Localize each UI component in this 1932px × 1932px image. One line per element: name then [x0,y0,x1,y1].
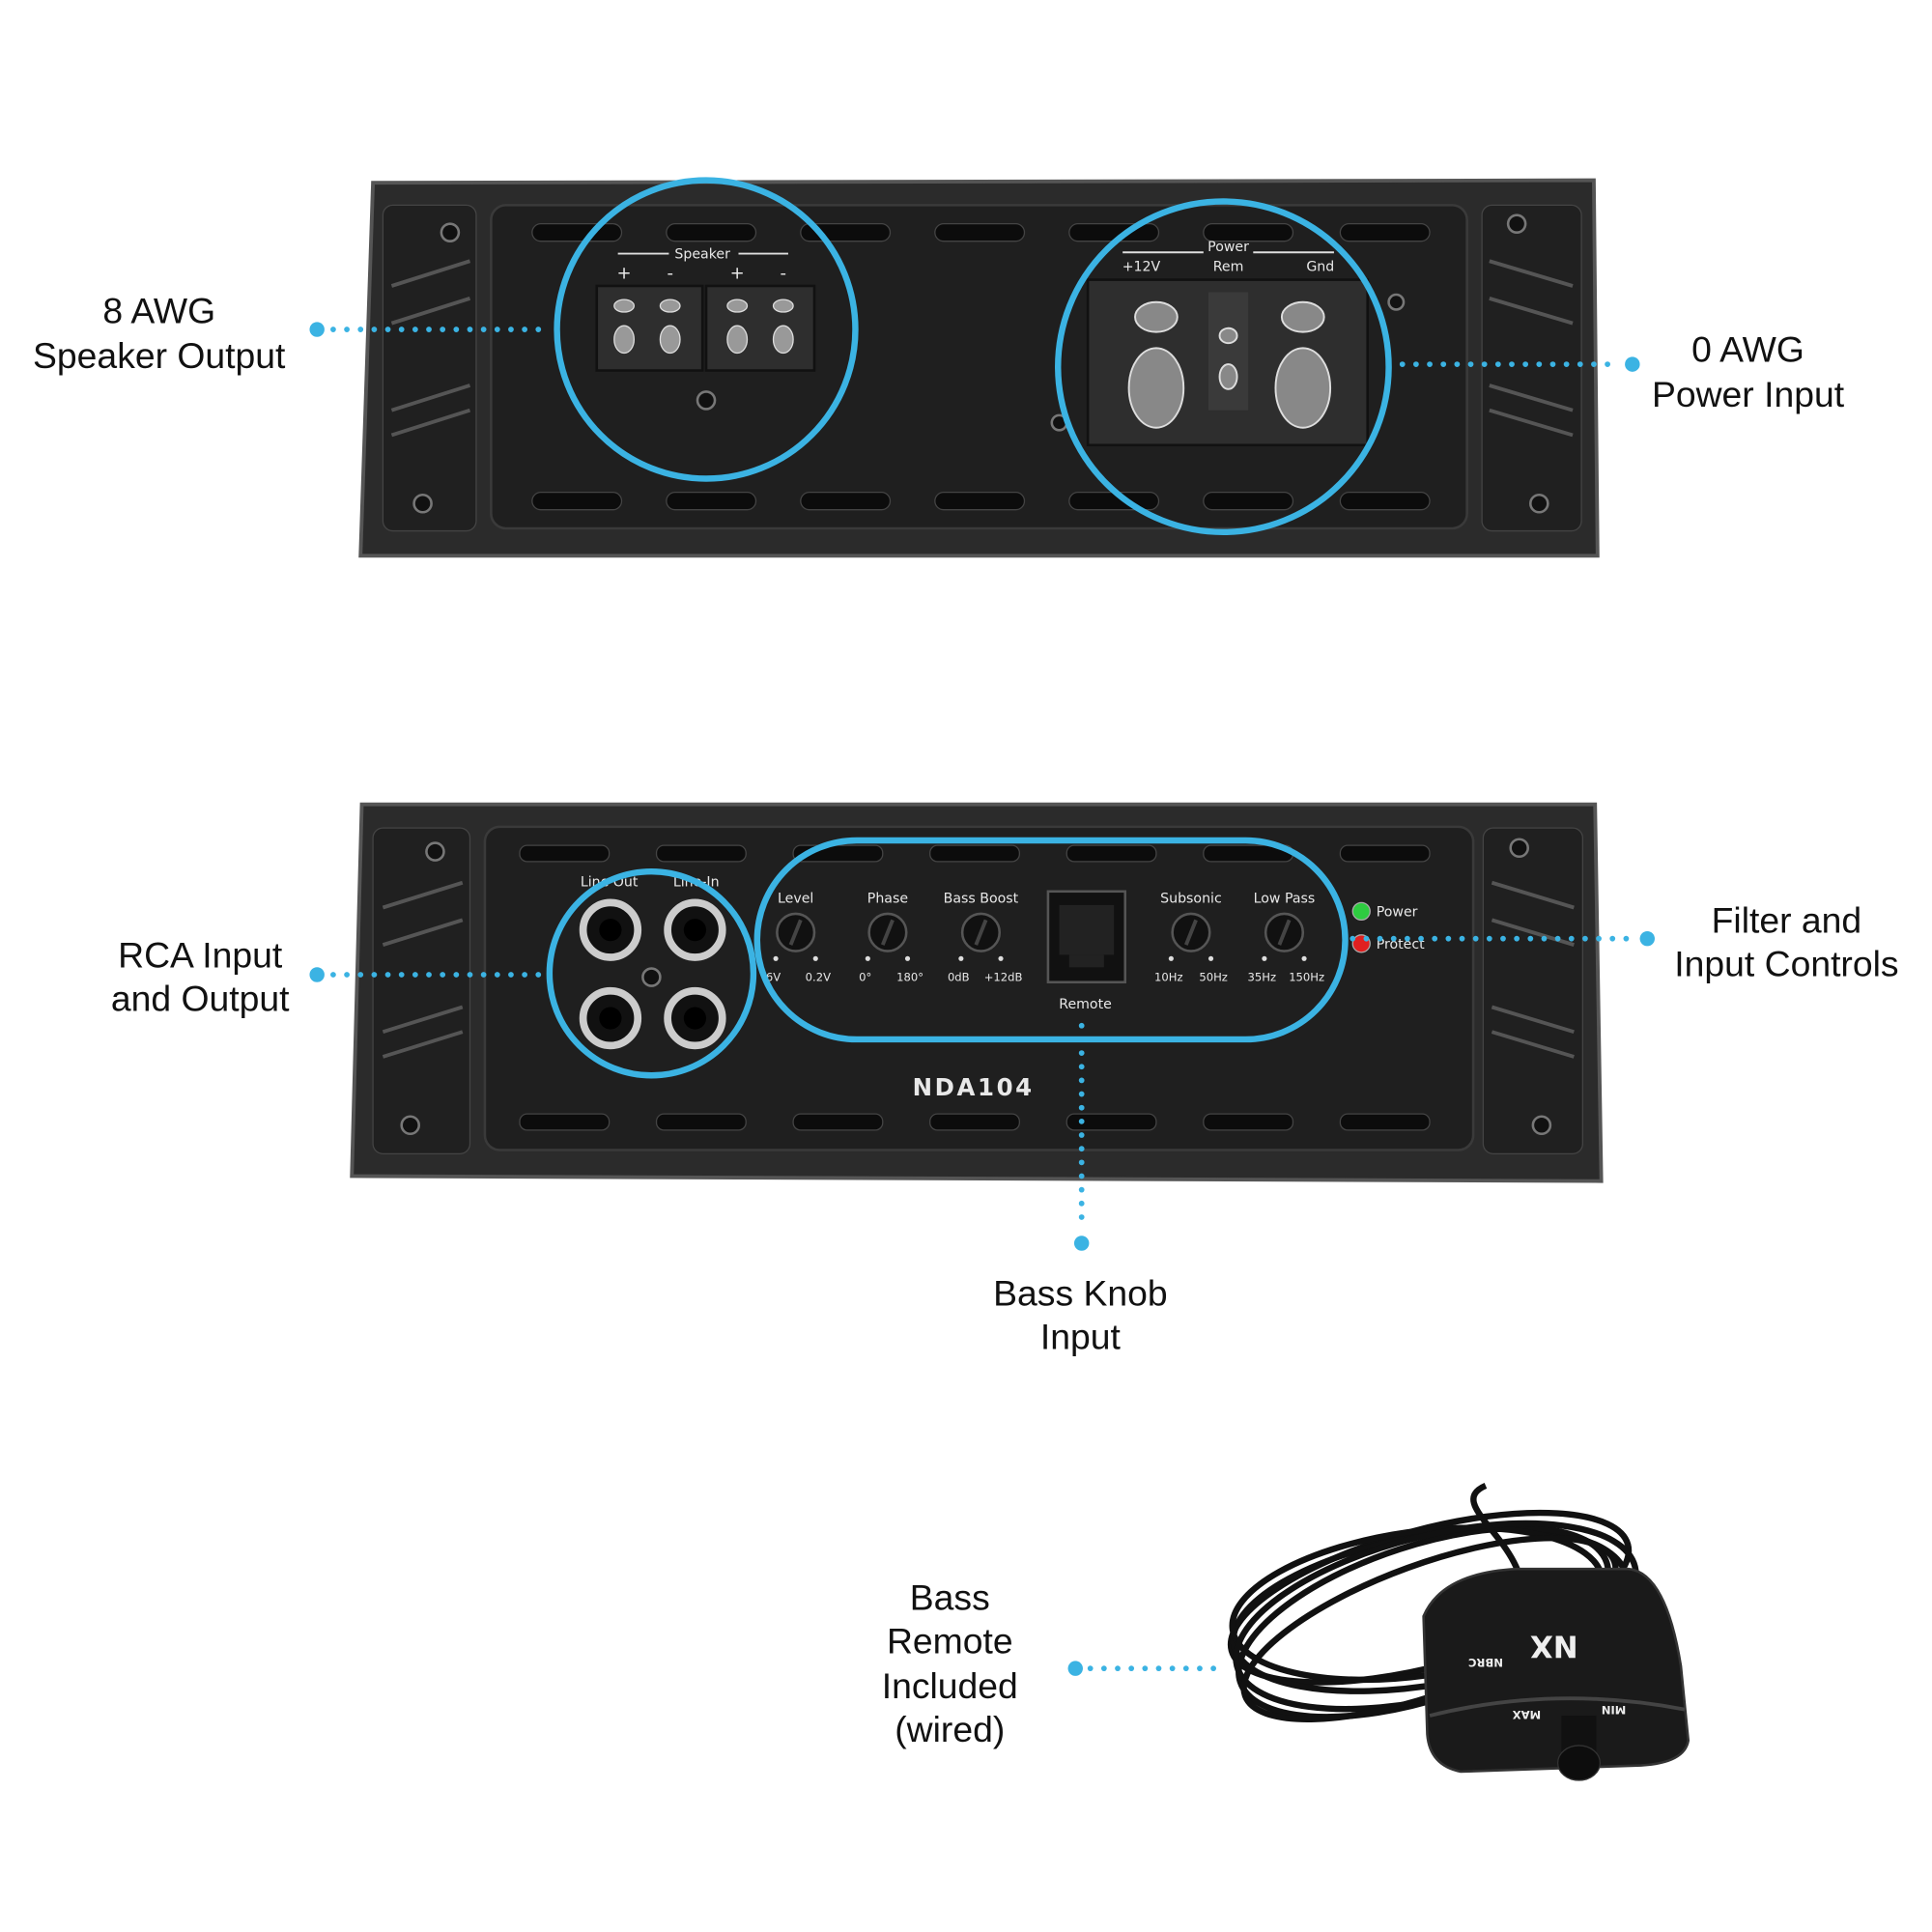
rca-jack[interactable] [664,986,726,1050]
power-terminal: Power +12V Rem Gnd [1086,240,1369,447]
terminal-sign: - [781,263,786,283]
remote-port[interactable]: Remote [1046,890,1127,1012]
callout-text: Input [1040,1316,1122,1356]
knob-max-label: 180° [896,970,923,983]
callout-text: Bass Knob [993,1272,1167,1313]
remote-port-label: Remote [1059,997,1112,1012]
knob-min-label: 0° [859,970,871,983]
callout-rca: RCA Input and Output [111,934,553,1018]
callout-speaker-output: 8 AWG Speaker Output [33,291,553,376]
knob-label: Phase [867,891,908,906]
end-cap-right [1482,827,1583,1154]
speaker-label: Speaker [674,247,730,263]
vent-slots [519,844,1431,1131]
callout-text: (wired) [895,1709,1005,1749]
knob-label: Level [778,891,813,906]
callout-text: Included [882,1665,1018,1706]
callout-text: Speaker Output [33,335,286,376]
callout-text: and Output [111,978,290,1018]
callout-bass-knob-input: Bass Knob Input [993,1022,1168,1356]
callout-power-input: 0 AWG Power Input [1399,329,1845,414]
terminal-sign: + [617,263,632,283]
max-label: MAX [1513,1708,1541,1721]
knob-level: Level 6V 0.2V [766,891,831,983]
terminal-sign: + [730,263,745,283]
terminal-label-rem: Rem [1213,260,1244,275]
callout-text: Power Input [1652,374,1845,414]
callout-text: 0 AWG [1691,329,1804,370]
amplifier-top-view: Speaker + - + - Power +12V Rem Gnd [358,177,1600,558]
knob-max-label: 0.2V [806,970,831,983]
rca-highlight [546,867,757,1079]
callout-bass-remote: Bass Remote Included (wired) [882,1577,1224,1749]
remote-brand: NBRC [1468,1656,1503,1669]
min-label: MIN [1602,1703,1627,1717]
nx-logo: NX [1530,1629,1578,1663]
knob-label: Low Pass [1254,891,1316,906]
callout-text: 8 AWG [102,291,215,331]
speaker-output-highlight [554,177,859,482]
knob-max-label: +12dB [984,970,1023,983]
vent-slots [531,223,1431,511]
terminal-label-gnd: Gnd [1306,260,1334,275]
callout-text: Remote [887,1621,1013,1662]
status-leds: Power Protect [1351,901,1425,953]
knob-label: Bass Boost [944,891,1019,906]
callout-text: RCA Input [118,934,283,975]
control-knobs: Level 6V 0.2V Phase 0° 180° Bass Boost 0dB +12dB… [766,891,1324,983]
screws [400,838,1552,1136]
rca-jack[interactable] [579,986,642,1050]
terminal-sign: - [667,263,673,283]
power-input-highlight [1055,198,1392,536]
knob-phase: Phase 0° 180° [859,891,923,983]
power-label: Power [1208,240,1249,255]
protect-led-label: Protect [1377,937,1425,952]
end-cap-left [382,204,477,532]
knob-min-label: 6V [766,970,781,983]
model-name: NDA104 [913,1073,1035,1101]
callout-text: Input Controls [1674,943,1898,983]
knob-max-label: 50Hz [1199,970,1228,983]
knob-min-label: 35Hz [1248,970,1277,983]
knob-bass-boost: Bass Boost 0dB +12dB [944,891,1023,983]
controls-highlight [753,837,1349,1043]
callout-text: Filter and [1712,899,1862,940]
remote-body [1422,1567,1690,1774]
end-cap-right [1481,204,1582,532]
knob-low-pass: Low Pass 35Hz 150Hz [1248,891,1325,983]
bass-remote: NX NBRC MAX MIN [1227,1483,1690,1781]
terminal-label-12v: +12V [1122,260,1161,275]
power-led-label: Power [1377,905,1418,921]
screws [412,213,1549,514]
rca-jack[interactable] [664,898,726,961]
callout-text: Bass [910,1577,990,1618]
knob-min-label: 0dB [948,970,970,983]
speaker-terminal: Speaker + - + - [595,247,816,372]
rca-jack[interactable] [579,898,642,961]
knob-subsonic: Subsonic 10Hz 50Hz [1154,891,1228,983]
power-led [1351,901,1371,922]
callout-filter-controls: Filter and Input Controls [1350,899,1899,983]
end-cap-left [372,827,471,1154]
knob-label: Subsonic [1160,891,1222,906]
knob-min-label: 10Hz [1154,970,1183,983]
remote-bass-knob[interactable] [1556,1716,1602,1781]
knob-max-label: 150Hz [1289,970,1324,983]
